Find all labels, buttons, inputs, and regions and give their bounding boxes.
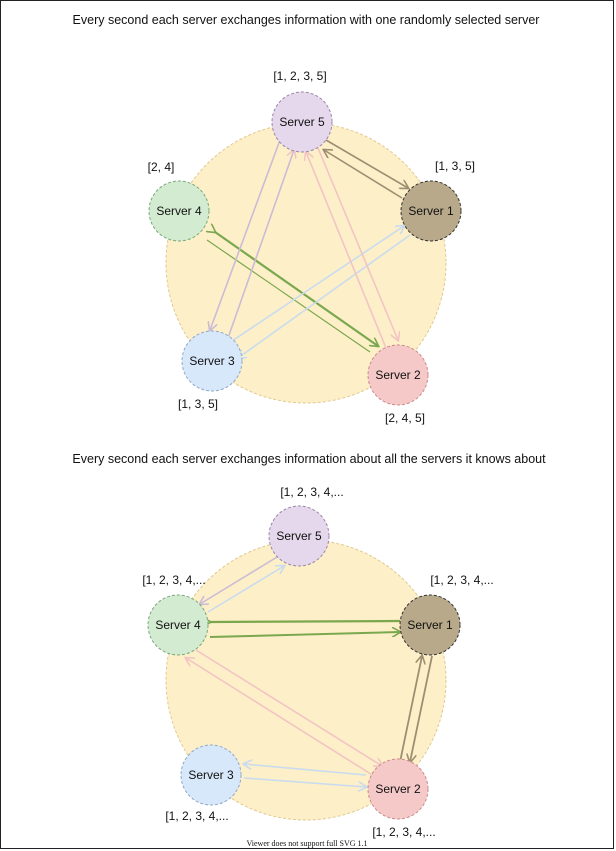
arrow-s1-s4 [210,621,401,622]
diagram1-arrows [206,139,411,358]
arrow-s2-s3 [244,764,367,776]
diagram2-arrows [186,553,433,787]
d2-node-server-1: Server 1 [399,594,461,656]
d2-server-5-label: Server 5 [276,529,322,543]
d1-server-5-known: [1, 2, 3, 5] [273,69,326,83]
d1-node-server-1: Server 1 [400,180,462,242]
arrow-s5-s4 [200,553,283,604]
arrow-s2-s4 [186,658,375,777]
arrow-s1-s5 [324,150,403,199]
arrow-s2-s1 [399,656,422,763]
d1-server-3-label: Server 3 [189,354,235,368]
d1-node-server-4: Server 4 [148,180,210,242]
d1-server-4-label: Server 4 [156,204,202,218]
arrow-s1-s2 [410,655,433,762]
arrow-s3-s5 [227,150,294,339]
d2-server-5-known: [1, 2, 3, 4,... [280,485,343,499]
diagram2-title: Every second each server exchanges infor… [72,452,546,466]
arrow-s2-s5 [306,152,387,349]
d2-server-2-known: [1, 2, 3, 4,... [372,825,435,839]
d1-server-3-known: [1, 3, 5] [178,397,218,411]
arrow-s1-s3 [238,234,411,358]
d2-node-server-3: Server 3 [180,744,242,806]
arrow-s5-s2 [317,147,398,340]
d2-server-4-known: [1, 2, 3, 4,... [142,573,205,587]
diagram1-title: Every second each server exchanges infor… [73,13,540,27]
d2-node-server-4: Server 4 [147,594,209,656]
d2-server-4-label: Server 4 [155,618,201,632]
d1-server-5-label: Server 5 [279,115,325,129]
arrow-s4-s5 [207,566,284,613]
arrow-s5-s3 [210,139,281,330]
d2-server-2-label: Server 2 [375,782,421,796]
d1-node-server-2: Server 2 [367,344,429,406]
d1-node-server-3: Server 3 [181,330,243,392]
arrow-s4-s1 [209,632,400,638]
d1-server-2-label: Server 2 [375,368,421,382]
arrow-s3-s1 [225,226,404,346]
arrow-s4-s2 [215,232,378,346]
d1-server-1-label: Server 1 [408,204,454,218]
arrow-s4-s2-shadow [206,239,371,353]
footer-note: Viewer does not support full SVG 1.1 [246,839,367,848]
d2-server-3-known: [1, 2, 3, 4,... [165,809,228,823]
d2-server-1-label: Server 1 [407,618,453,632]
d1-server-4-known: [2, 4] [148,160,175,174]
arrow-s4-s2 [195,649,382,766]
d1-server-2-known: [2, 4, 5] [385,411,425,425]
d2-server-3-label: Server 3 [188,768,234,782]
d2-node-server-5: Server 5 [268,505,330,567]
cluster-circle-2 [165,539,447,821]
arrow-s5-s1 [325,139,408,188]
d2-server-1-known: [1, 2, 3, 4,... [430,573,493,587]
d1-node-server-5: Server 5 [271,91,333,153]
arrow-s3-s2 [243,777,366,787]
d1-server-1-known: [1, 3, 5] [435,159,475,173]
d2-node-server-2: Server 2 [367,758,429,820]
